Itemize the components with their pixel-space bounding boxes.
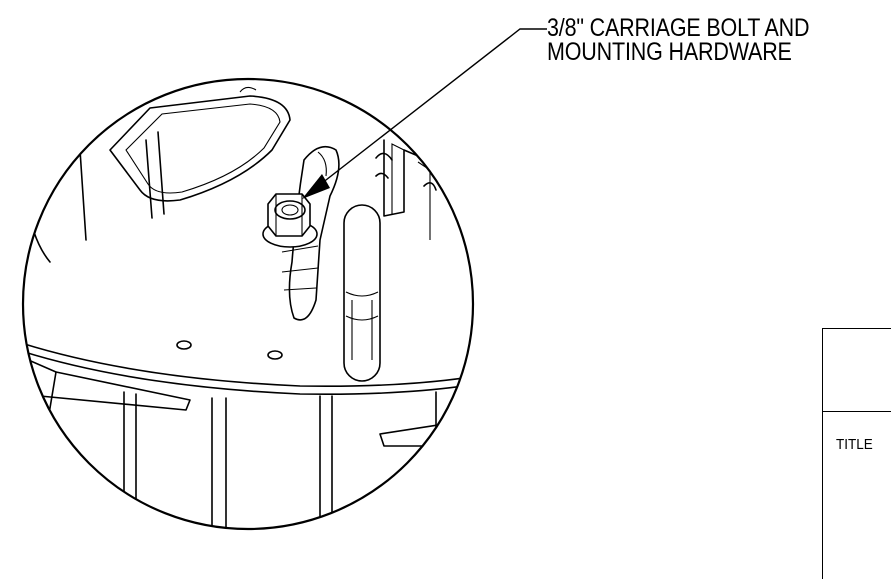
- vertical-slot: [343, 204, 381, 382]
- callout-leader: [302, 28, 547, 199]
- callout-label: 3/8" CARRIAGE BOLT AND MOUNTING HARDWARE: [547, 14, 810, 66]
- mounting-hole: [267, 350, 283, 360]
- carriage-bolt: [262, 193, 318, 248]
- assembly-detail-view: [21, 28, 547, 531]
- detail-circle: [21, 77, 475, 531]
- detail-contents: [23, 86, 473, 529]
- right-bracket: [383, 139, 471, 251]
- title-block: TITLE: [822, 328, 891, 579]
- mounting-hole: [176, 340, 192, 350]
- title-label: TITLE: [836, 436, 873, 453]
- callout-line-1: 3/8" CARRIAGE BOLT AND: [547, 14, 810, 42]
- plate-edge: [23, 335, 473, 388]
- title-block-divider: [823, 411, 891, 412]
- callout-line-2: MOUNTING HARDWARE: [547, 38, 792, 66]
- upper-pocket: [109, 95, 291, 202]
